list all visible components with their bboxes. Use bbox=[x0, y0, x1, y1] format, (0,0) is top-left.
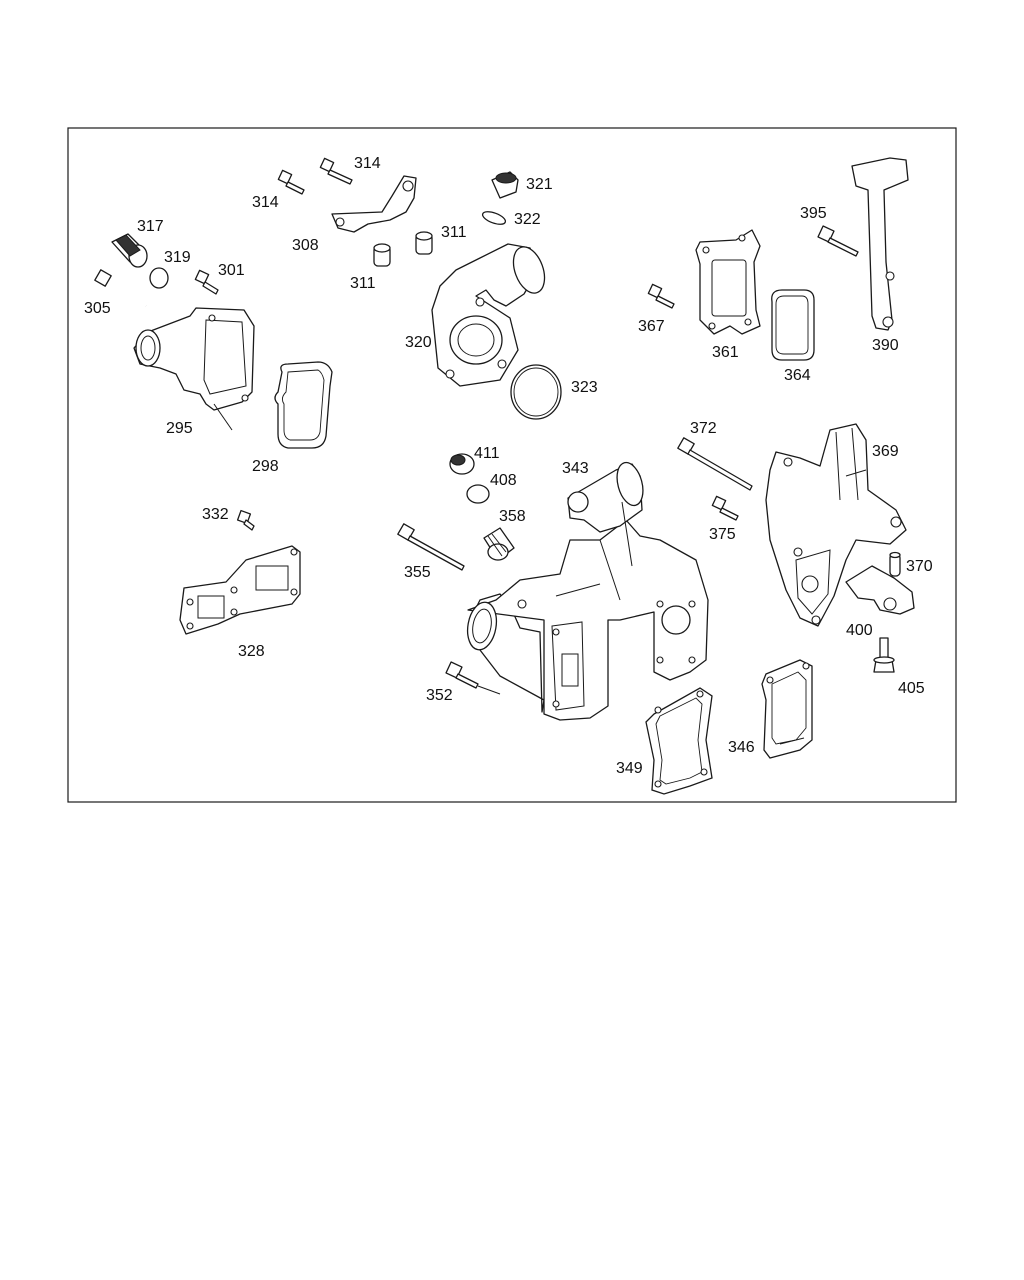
label-319: 319 bbox=[164, 249, 191, 266]
label-317: 317 bbox=[137, 218, 164, 235]
label-408: 408 bbox=[490, 472, 517, 489]
part-400-bracket bbox=[845, 565, 915, 615]
part-355-bolt bbox=[397, 523, 465, 571]
label-367: 367 bbox=[638, 318, 665, 335]
part-311-spacer-a bbox=[373, 243, 391, 267]
part-301-bolt bbox=[194, 269, 219, 295]
part-352-bolt bbox=[445, 661, 501, 695]
label-355: 355 bbox=[404, 564, 431, 581]
label-375: 375 bbox=[709, 526, 736, 543]
label-295: 295 bbox=[166, 420, 193, 437]
part-308-bracket bbox=[331, 175, 417, 233]
part-369-bracket bbox=[765, 423, 907, 627]
label-411: 411 bbox=[474, 445, 500, 462]
part-364-gasket bbox=[771, 289, 815, 361]
part-411-plug bbox=[449, 453, 475, 475]
label-395: 395 bbox=[800, 205, 827, 222]
part-322-seal bbox=[481, 211, 507, 225]
part-311-spacer-b bbox=[415, 231, 433, 255]
part-321-plug bbox=[491, 171, 519, 199]
part-346-gasket bbox=[761, 659, 813, 759]
label-372: 372 bbox=[690, 420, 717, 437]
part-370-pin bbox=[889, 551, 901, 577]
label-390: 390 bbox=[872, 337, 899, 354]
label-314a: 314 bbox=[354, 155, 381, 172]
label-349: 349 bbox=[616, 760, 643, 777]
label-308: 308 bbox=[292, 237, 319, 254]
label-298: 298 bbox=[252, 458, 279, 475]
part-343-housing bbox=[466, 461, 709, 721]
part-405-bolt bbox=[873, 637, 895, 673]
part-323-o-ring bbox=[510, 364, 562, 420]
label-320: 320 bbox=[405, 334, 432, 351]
part-317-fitting bbox=[111, 233, 148, 268]
label-321: 321 bbox=[526, 176, 553, 193]
part-295-housing bbox=[133, 307, 255, 431]
label-323: 323 bbox=[571, 379, 598, 396]
part-395-bolt bbox=[817, 225, 859, 257]
part-408-o-ring bbox=[466, 484, 490, 504]
diagram-frame bbox=[67, 127, 957, 803]
label-301: 301 bbox=[218, 262, 245, 279]
label-369: 369 bbox=[872, 443, 899, 460]
part-349-gasket bbox=[645, 687, 713, 795]
part-328-plate bbox=[179, 545, 301, 635]
part-372-bolt bbox=[677, 437, 753, 491]
part-305-bolt bbox=[94, 269, 147, 308]
label-405: 405 bbox=[898, 680, 925, 697]
label-322: 322 bbox=[514, 211, 541, 228]
part-319-o-ring bbox=[149, 267, 169, 289]
label-314b: 314 bbox=[252, 194, 279, 211]
label-361: 361 bbox=[712, 344, 739, 361]
callout-labels: 314 314 321 322 311 308 311 317 319 301 … bbox=[84, 155, 933, 777]
part-298-gasket bbox=[274, 361, 333, 449]
part-390-arm bbox=[851, 157, 909, 331]
label-311b: 311 bbox=[350, 275, 376, 292]
part-332-bolt bbox=[236, 509, 255, 531]
label-352: 352 bbox=[426, 687, 453, 704]
label-346: 346 bbox=[728, 739, 755, 756]
part-367-bolt bbox=[647, 283, 675, 309]
label-343: 343 bbox=[562, 460, 589, 477]
part-358-fitting bbox=[483, 527, 515, 561]
label-305: 305 bbox=[84, 300, 111, 317]
part-314-bolt-a bbox=[277, 169, 305, 195]
part-361-plate bbox=[695, 229, 761, 335]
part-314-bolt-b bbox=[319, 157, 353, 185]
part-375-bolt bbox=[711, 495, 739, 521]
label-332: 332 bbox=[202, 506, 229, 523]
label-370: 370 bbox=[906, 558, 933, 575]
label-328: 328 bbox=[238, 643, 265, 660]
label-358: 358 bbox=[499, 508, 526, 525]
part-320-elbow bbox=[431, 243, 546, 387]
label-311a: 311 bbox=[441, 224, 467, 241]
label-400: 400 bbox=[846, 622, 873, 639]
label-364: 364 bbox=[784, 367, 811, 384]
